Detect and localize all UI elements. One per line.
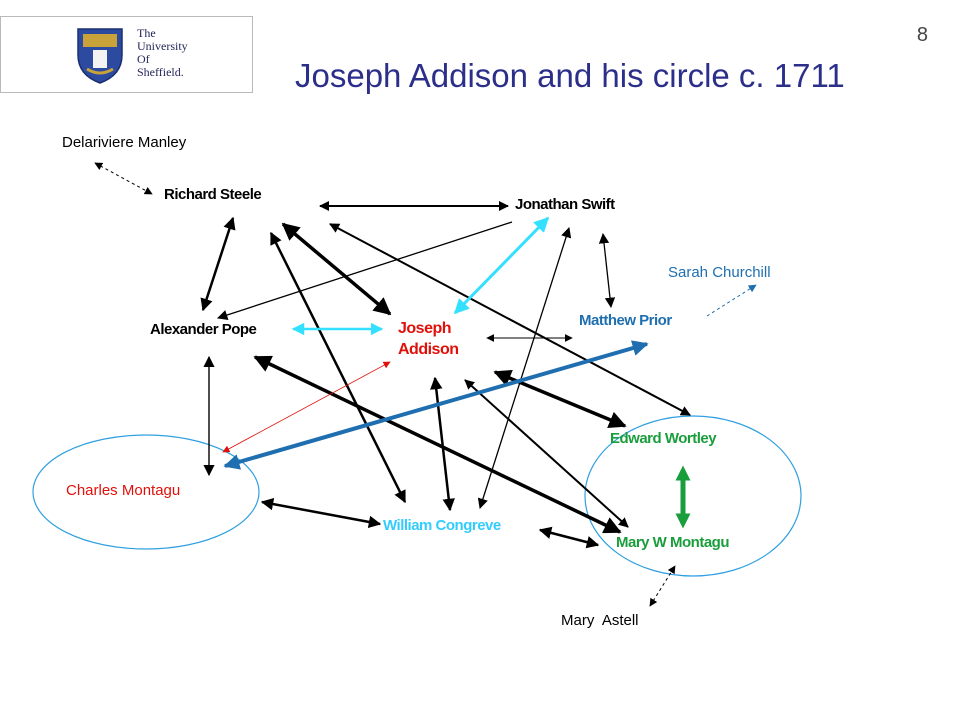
edge-steele-addison	[281, 222, 392, 316]
node-mary-astell: Mary Astell	[561, 612, 639, 629]
edge-steele-congreve	[269, 231, 407, 504]
university-logo: The University Of Sheffield.	[0, 16, 253, 93]
node-mary-w-montagu: Mary W Montagu	[616, 534, 730, 551]
edge-addison-marymontagu	[464, 379, 629, 528]
university-logo-text: The University Of Sheffield.	[137, 26, 188, 79]
edge-charles-congreve	[260, 497, 382, 529]
edge-congreve-marymontagu	[538, 526, 600, 549]
edge-swift-addison	[453, 216, 550, 315]
university-shield-icon	[77, 28, 123, 84]
node-richard-steele: Richard Steele	[164, 186, 262, 203]
edge-swift-congreve	[477, 227, 572, 509]
edge-charles-addison	[222, 361, 391, 453]
edge-swift-pope	[217, 221, 513, 321]
edge-swift-prior	[598, 232, 616, 309]
node-joseph-addison: Joseph Addison	[398, 320, 459, 358]
node-matthew-prior: Matthew Prior	[579, 312, 672, 329]
node-sarah-churchill: Sarah Churchill	[668, 264, 771, 281]
node-charles-montagu: Charles Montagu	[66, 482, 181, 499]
edge-steele-pope	[200, 216, 236, 312]
node-alexander-pope: Alexander Pope	[150, 321, 257, 338]
node-edward-wortley: Edward Wortley	[610, 430, 717, 447]
node-william-congreve: William Congreve	[383, 517, 501, 534]
slide-title: Joseph Addison and his circle c. 1711	[295, 57, 845, 94]
edge-prior-churchill	[706, 284, 757, 317]
page-number: 8	[916, 24, 928, 46]
edge-pope-marymontagu	[253, 355, 622, 534]
edge-astell-marymontagu	[649, 565, 676, 607]
edge-charles-prior	[223, 340, 649, 470]
node-delariviere-manley: Delariviere Manley	[62, 134, 187, 151]
edge-manley-steele	[94, 162, 153, 195]
node-jonathan-swift: Jonathan Swift	[515, 196, 615, 213]
